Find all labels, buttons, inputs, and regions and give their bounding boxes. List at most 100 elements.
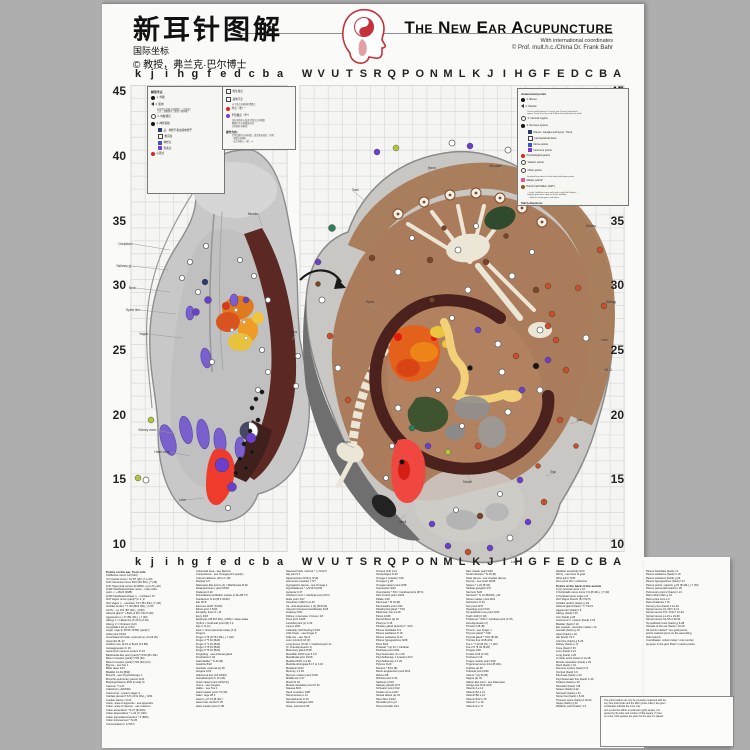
acupuncture-point-dot [192, 308, 200, 316]
legend-item: 母点（金）* [226, 106, 292, 111]
index-entry: Occiput (back) b 9 [556, 670, 578, 674]
index-entry: Elbow joint h 5/30 [196, 607, 218, 611]
index-entry: Fear 1: lines (dominant side) (h 3) [196, 628, 237, 632]
index-entry: Ear 30 B [196, 601, 207, 605]
index-entry: Dodecan 0.20 [196, 590, 213, 594]
legend-item: 4. 神经系统 [151, 121, 221, 126]
index-entry: Maxilla 22/18, b A 30 [286, 659, 311, 663]
legend-item-label: 神经点 [163, 141, 172, 145]
kidney-zone [484, 206, 516, 230]
point-label: Heart zone [154, 450, 170, 454]
legend-note: Scripted line points on the body and fin… [527, 175, 575, 178]
legend-item: Master points* [521, 178, 625, 183]
grid-letter: R [373, 68, 382, 80]
grid-row-number: 10 [610, 537, 624, 552]
index-entry: Vitamin B1 e 13 [466, 690, 485, 694]
index-entry: Retro-point zero e 0 [646, 597, 670, 601]
hairline-curve [145, 167, 211, 409]
index-entry: Stress master point 9/24 [466, 597, 496, 601]
grid-letter: g [191, 556, 199, 568]
acupuncture-point-dot [253, 396, 259, 402]
index-entry: Spleen (back) d 22 [556, 688, 579, 692]
acupuncture-point-dot [582, 334, 590, 342]
acupuncture-point-dot [494, 340, 502, 348]
index-entry: Allergy 1 = Histamine (5 20 f) (2 30) [106, 619, 149, 623]
grid-letter: L [458, 556, 466, 568]
grid-row-number: 35 [112, 213, 126, 228]
point-label: Spine [366, 300, 374, 304]
point-label: Salivary gl. [116, 264, 132, 268]
legend-item-label: 3. Internal organs [527, 117, 548, 121]
point-label: Kidney zone [138, 428, 156, 432]
index-entry: 3C2 Vagus nerve (partly*) b 4, j2 [106, 598, 145, 602]
acupuncture-point-dot [178, 274, 185, 281]
ear-front-view [303, 139, 615, 564]
legend-item-label: Intervertebral discs [534, 137, 557, 141]
legend-dot-icon [226, 106, 230, 111]
grid-row-number: 35 [610, 213, 624, 228]
grid-letter: Q [387, 556, 396, 568]
legend-sq-icon [158, 128, 162, 133]
grid-row-number: 20 [610, 407, 624, 422]
acupuncture-point-dot [254, 386, 261, 393]
index-entry: Vitamin C e 16 [466, 701, 484, 705]
index-entry: Melatonin 8/12 [286, 666, 304, 670]
index-entry: Ovary/testis * 5/9 = Cardinal point (IP … [376, 590, 424, 594]
acupuncture-point-dot [202, 242, 209, 249]
index-entry: Plexus hypogastricus (back) f 27 [646, 580, 685, 584]
index-entry: Epiphysis (35 B 8 30L), (30/8) = sleep-w… [196, 618, 249, 622]
index-entry: Autonomic nervous system P-23 [106, 650, 145, 654]
acupuncture-point-dot [424, 442, 432, 450]
legend-title: 解剖学点 [151, 90, 163, 94]
grid-letter: F [543, 68, 551, 80]
acupuncture-point-dot [294, 352, 301, 359]
acupuncture-point-dot [600, 302, 608, 310]
acupuncture-point-dot [314, 258, 322, 266]
legend-item-label: 母点（金）* [231, 107, 246, 111]
legend-dot-icon [521, 153, 525, 158]
index-entry: Bladder 14-19 (B30) [106, 670, 131, 674]
index-entry: Carcinoma - (osteo) stage: 9 ... [106, 691, 144, 695]
legend-item: 3. Internal organs [521, 116, 625, 122]
index-entry: 1N2 Otoneural nerve 5/16 (B1 30L), j7 (4… [106, 581, 158, 585]
index-entry: Forgetting - see Adrenal gland [196, 652, 233, 656]
index-entry: Concentration b 17/16 h [106, 722, 135, 726]
index-entry: Empathy, lines O + B [196, 611, 222, 615]
index-entry: Lung (back) e 20 [556, 653, 577, 657]
index-entry: Finger 3 *1 40 (B20) [196, 642, 221, 646]
index-entry: Heart (+) P 19 (B 30L) [196, 697, 223, 701]
back-ear-points [134, 242, 301, 511]
acupuncture-point-dot [429, 297, 435, 303]
index-entry: Stellate ganglion R 8 [466, 587, 491, 591]
index-entry: Worry - see lines of grief [556, 573, 586, 577]
acupuncture-point-dot [237, 456, 243, 462]
index-entry: Disappointment, grief 10/18 [196, 587, 229, 591]
index-entry: Hate / rage 28 F [196, 694, 216, 698]
grid-letter: b [262, 68, 270, 80]
acupuncture-point-dot [552, 336, 560, 344]
index-entry: Joint line (back) g 5-25 [556, 639, 584, 643]
grid-row-number: 30 [112, 278, 126, 293]
index-section-header: Points at the back of the auricle [556, 583, 602, 588]
index-entry: Finger 4 *8 40 (B20) [196, 645, 221, 649]
acupuncture-point-dot [394, 268, 402, 276]
legend-item: Points half hidden (half*) [521, 185, 625, 190]
point-label: Mouth [463, 480, 472, 484]
header-divider [240, 33, 613, 34]
label-leader-line [169, 451, 191, 457]
index-entry: Vitamin B12 e 15 [466, 697, 487, 701]
acupuncture-point-dot [264, 296, 271, 303]
index-entry: Thymus gland * 7/18 [466, 632, 491, 636]
legend-item-label: 激素点 [163, 146, 172, 150]
index-entry: Liver (back) d 21 [556, 650, 577, 654]
index-entry: Stomach * N 22 (B2/20), j 30 [466, 594, 501, 598]
grid-letter: C [584, 68, 593, 80]
index-entry: Shoulder (back) f 28 [556, 684, 581, 688]
index-entry: Larynx 2/20 [286, 625, 301, 629]
grid-row-number: 20 [112, 407, 126, 422]
point-label: Vagus [139, 332, 148, 336]
